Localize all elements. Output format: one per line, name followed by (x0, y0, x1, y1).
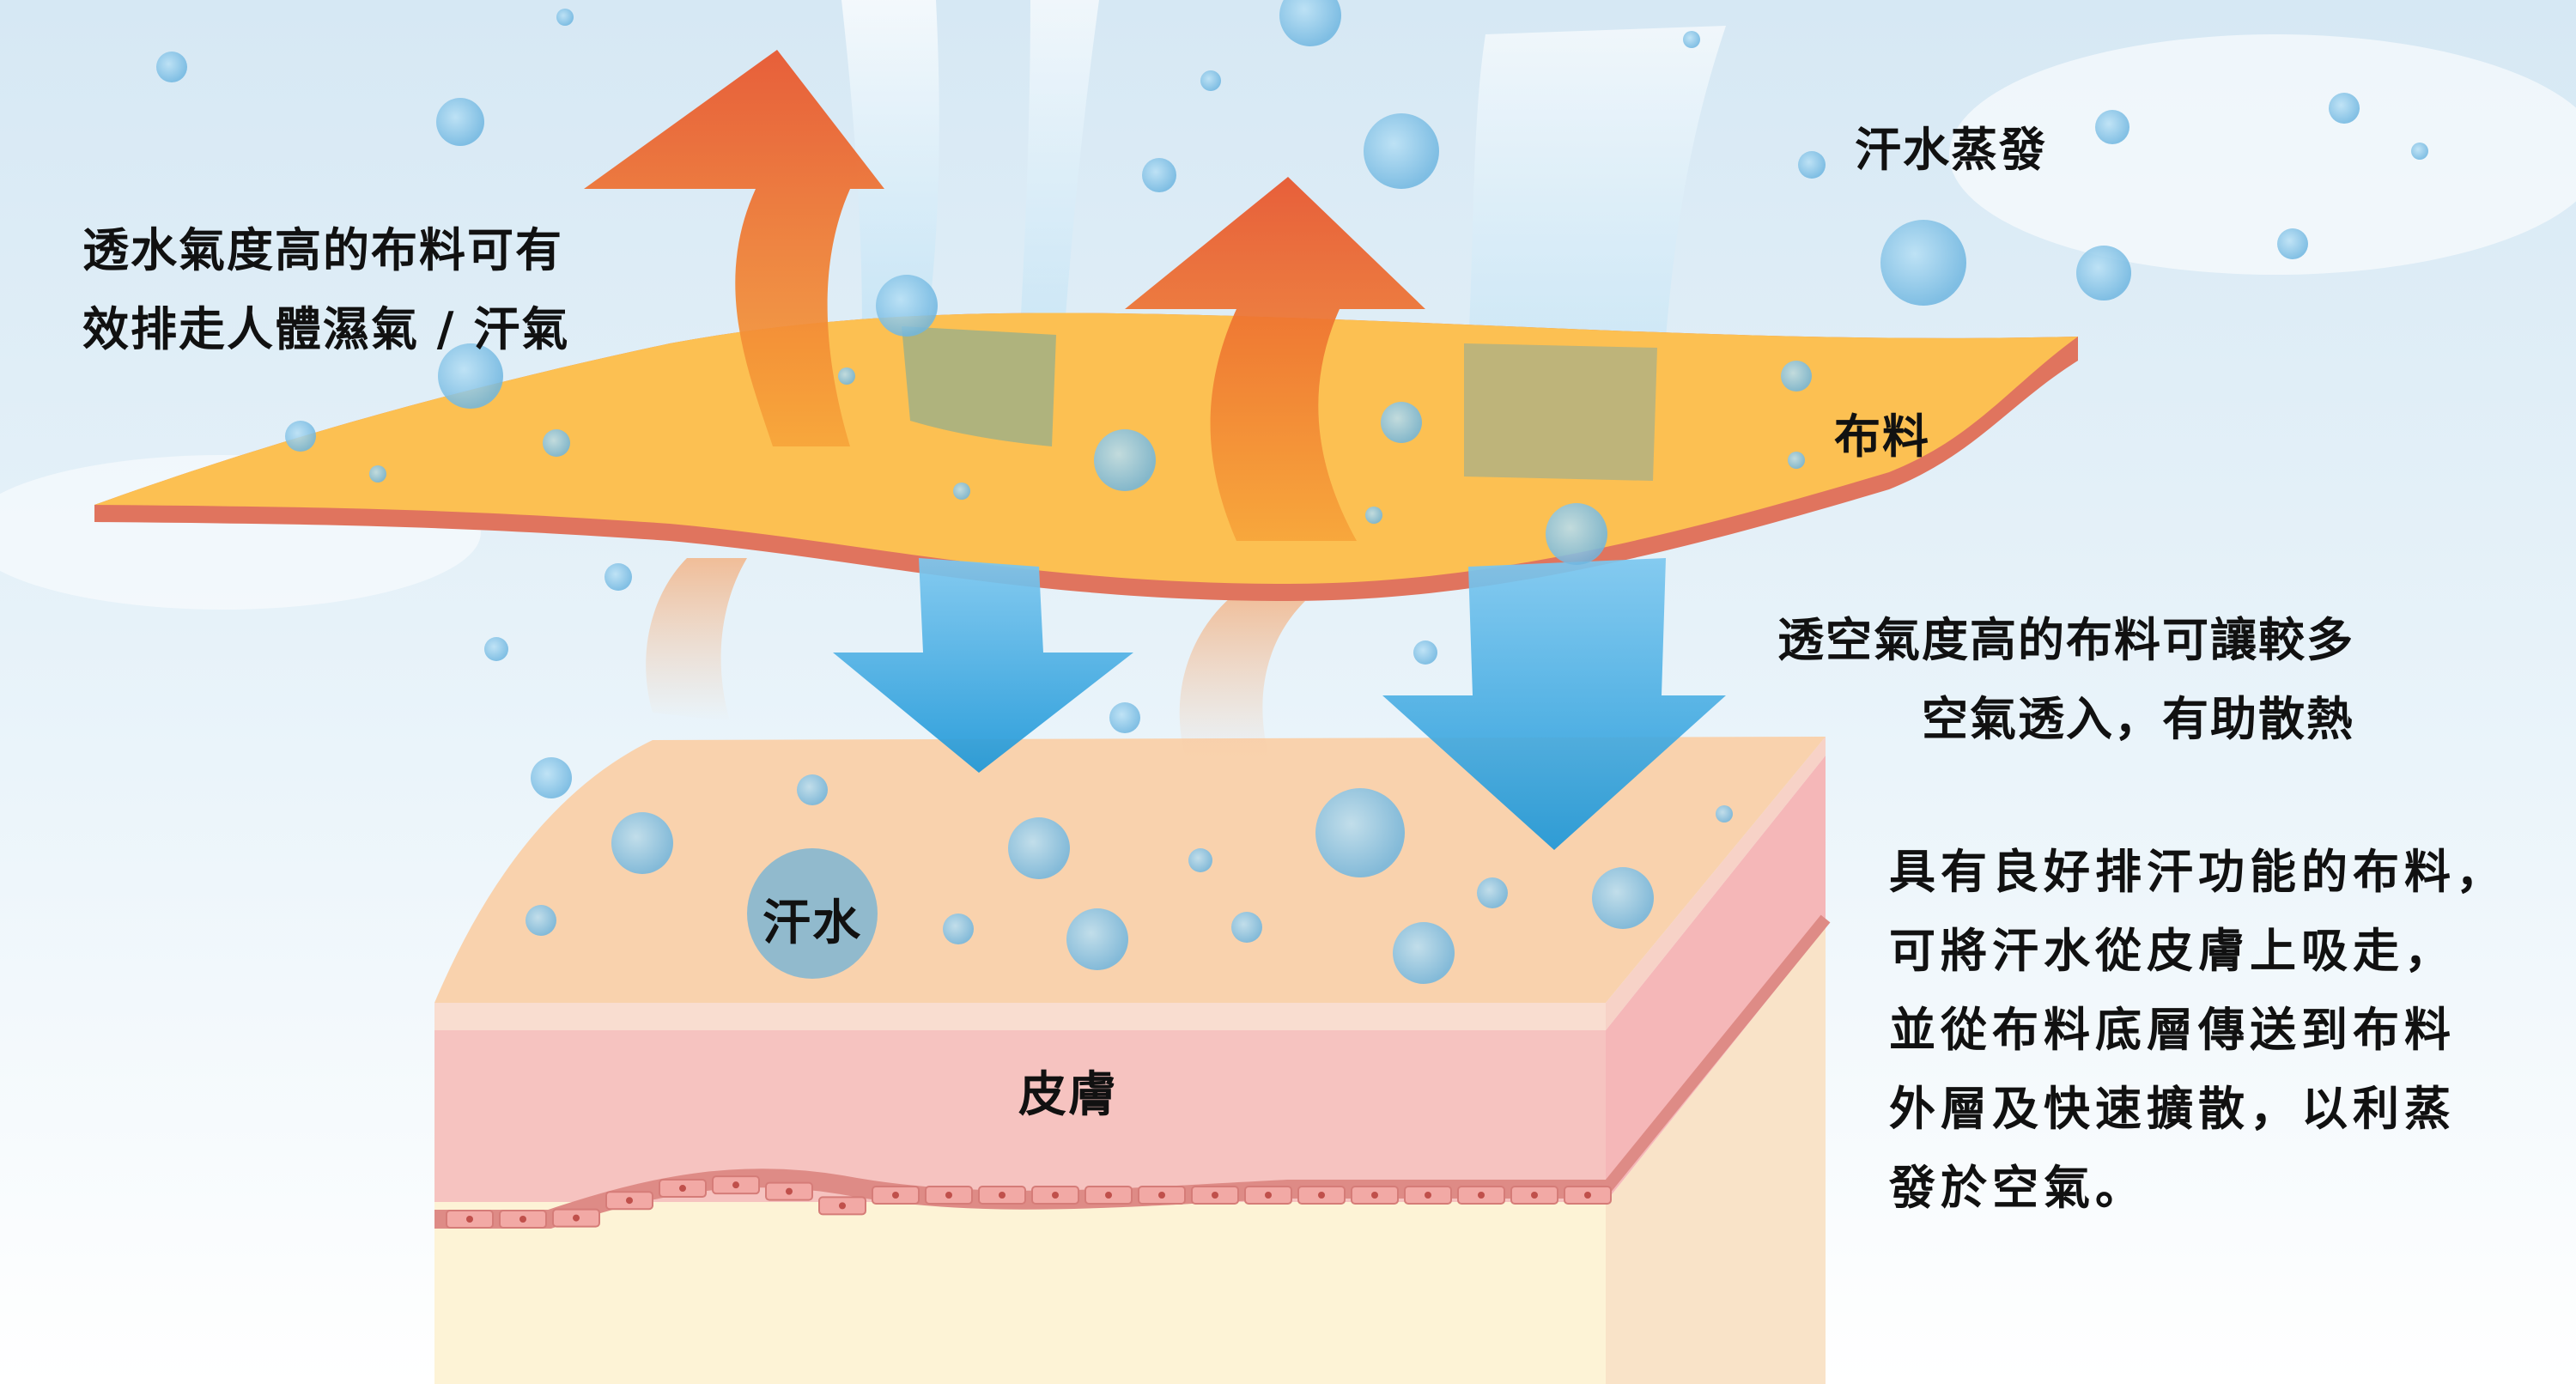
sweat-droplet (1365, 507, 1382, 524)
sweat-droplet (2329, 93, 2360, 124)
sweat-droplet (1142, 158, 1176, 192)
fabric-moisture-label: 透水氣度高的布料可有 效排走人體濕氣 / 汗氣 (82, 223, 570, 356)
skin-cell-nucleus (573, 1214, 580, 1222)
sweat-droplet (1393, 922, 1455, 984)
skin-dermis-layer (434, 1030, 1606, 1202)
sweat-droplets (156, 0, 2428, 984)
sweat-droplet (1413, 640, 1437, 665)
sweat-droplet (156, 52, 187, 82)
fabric-label: 布料 (1834, 410, 1930, 464)
sweat-droplet (2411, 143, 2428, 160)
skin-cell-line-side (1601, 914, 1831, 1193)
sweat-droplet (1066, 908, 1128, 970)
skin-cell-nucleus (1318, 1192, 1325, 1199)
sweat-droplet (436, 98, 484, 146)
skin-cell-nucleus (786, 1187, 793, 1195)
sweat-droplet (543, 429, 570, 457)
sweat-droplet (1364, 113, 1439, 189)
skin-label: 皮膚 (1018, 1067, 1118, 1123)
sweat-droplet (1683, 31, 1700, 48)
sweat-droplet (1788, 452, 1805, 469)
skin-cell-nucleus (732, 1181, 739, 1189)
sweat-droplet (438, 343, 503, 409)
skin-cell-nucleus (892, 1192, 899, 1199)
sweat-droplet (285, 421, 316, 452)
skin-cell-nucleus (626, 1197, 633, 1205)
cool-air-beam-through (1464, 343, 1657, 481)
sweat-droplet (1200, 70, 1221, 91)
sweat-droplet (838, 367, 855, 385)
sweat-droplet (605, 563, 632, 591)
sweat-droplet (1716, 805, 1733, 823)
skin-cell-nucleus (1105, 1192, 1112, 1199)
sweat-droplet (1094, 429, 1156, 491)
sweat-droplet (2076, 246, 2131, 300)
sweat-droplet (1279, 0, 1341, 46)
sweat-droplet (1477, 877, 1508, 908)
skin-cell-nucleus (1584, 1192, 1591, 1199)
sweat-droplet (1109, 702, 1140, 733)
sweat-droplet (1880, 220, 1966, 306)
sweat-droplet (484, 637, 508, 661)
sweat-label: 汗水 (762, 895, 862, 951)
skin-cell-nucleus (1212, 1192, 1218, 1199)
sweat-droplet (611, 812, 673, 874)
sweat-droplet (1231, 912, 1262, 943)
sweat-droplet (1798, 151, 1826, 179)
skin-cell-nucleus (1425, 1192, 1431, 1199)
cool-air-arrow (1382, 558, 1726, 850)
skin-side-dermis (1606, 756, 1826, 1202)
skin-cell-nucleus (1265, 1192, 1272, 1199)
wicking-function-label: 具有良好排汗功能的布料， 可將汗水從皮膚上吸走， 並從布料底層傳送到布料 外層及… (1889, 845, 2507, 1215)
skin-cell-nucleus (999, 1192, 1005, 1199)
sweat-droplet (2095, 110, 2129, 144)
sweat-droplet (797, 774, 828, 805)
sweat-droplet (1008, 817, 1070, 879)
sweat-droplet (369, 465, 386, 483)
cool-air-arrow (833, 558, 1133, 773)
cool-air-beam-through (902, 326, 1056, 446)
skin-cell-nucleus (839, 1202, 846, 1210)
sweat-droplet (1546, 503, 1607, 565)
sweat-droplet (526, 905, 556, 936)
skin-cell-nucleus (1478, 1192, 1485, 1199)
warm-air-arrow (1125, 177, 1425, 541)
sweat-droplet (531, 757, 572, 798)
sweat-droplet (2277, 228, 2308, 259)
sweat-evaporation-label: 汗水蒸發 (1855, 123, 2047, 177)
sweat-droplet (1381, 402, 1422, 443)
skin-cell-nucleus (1158, 1192, 1165, 1199)
skin-cell-nucleus (519, 1216, 526, 1223)
sweat-droplet (556, 9, 574, 26)
skin-epidermis-layer (434, 1003, 1606, 1030)
skin-cell-nucleus (1531, 1192, 1538, 1199)
skin-cell-nucleus (1052, 1192, 1059, 1199)
skin-side-epidermis (1606, 737, 1826, 1030)
warm-air-plume (646, 558, 747, 721)
skin-cells (446, 1175, 1612, 1229)
sweat-droplet (747, 848, 878, 979)
sweat-droplet (1315, 788, 1405, 877)
sweat-droplet (876, 275, 938, 337)
skin-cell-nucleus (945, 1192, 952, 1199)
skin-fat-layer (434, 1202, 1606, 1384)
sweat-droplet (953, 483, 970, 500)
skin-cell-nucleus (679, 1185, 686, 1193)
sweat-droplet (1188, 848, 1212, 872)
skin-side-fat (1606, 927, 1826, 1384)
sweat-droplet (1781, 361, 1812, 392)
sweat-droplet (1592, 867, 1654, 929)
cloud-shape (1949, 34, 2576, 275)
warm-air-plume (1179, 592, 1305, 764)
skin-cell-nucleus (1371, 1192, 1378, 1199)
sweat-droplet (943, 914, 974, 944)
warm-air-arrow (584, 50, 884, 446)
breathability-label: 透空氣度高的布料可讓較多 空氣透入，有助散熱 (1777, 613, 2354, 746)
skin-cell-nucleus (466, 1216, 473, 1223)
